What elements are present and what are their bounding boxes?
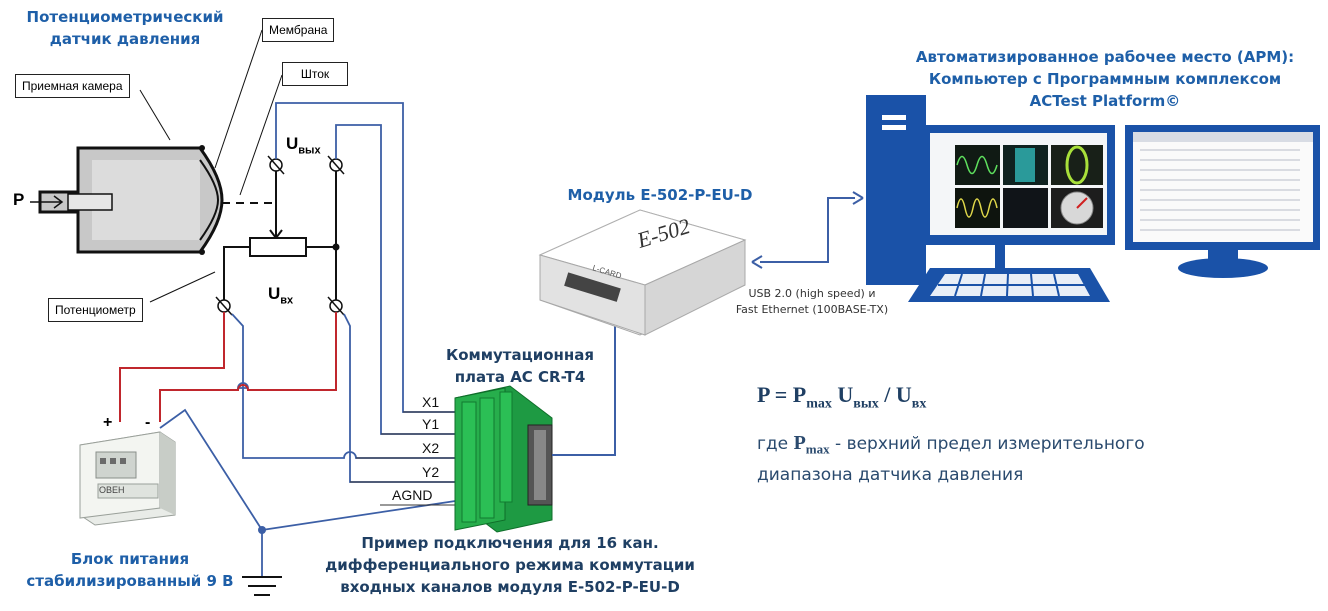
connector-agnd: AGND xyxy=(392,487,433,503)
arm-title-line-2: Компьютер с Программным комплексом xyxy=(928,70,1282,88)
second-monitor xyxy=(1125,125,1320,278)
terminal-slashes xyxy=(215,155,345,316)
formula-uin-sub: вх xyxy=(911,396,927,412)
example-title-line-3: входных каналов модуля E-502-P-EU-D xyxy=(340,578,680,596)
e502-module-device: E-502 L-CARD xyxy=(538,209,747,336)
potentiometer-callout: Потенциометр xyxy=(48,298,143,322)
u-out-letter: U xyxy=(286,134,299,153)
pressure-label: P xyxy=(13,190,25,209)
formula-slash: / U xyxy=(878,382,912,407)
psu-model-text: ОВЕН xyxy=(99,485,125,495)
connector-x2: X2 xyxy=(422,440,440,456)
formula-pmax-sub: max xyxy=(806,396,832,412)
membrane-callout: Мембрана xyxy=(262,18,335,42)
arm-title-line-3: ACTest Platform© xyxy=(1029,92,1181,110)
example-title-line-2: дифференциального режима коммутации xyxy=(325,556,695,574)
power-title: Блок питания стабилизированный 9 В xyxy=(20,548,240,592)
red-wires xyxy=(119,312,337,422)
plus-label: + xyxy=(103,414,113,431)
u-in-sub: вх xyxy=(280,294,294,307)
description-p: P xyxy=(793,432,806,454)
callout-leaders xyxy=(139,29,283,303)
usb-caption: USB 2.0 (high speed) и Fast Ethernet (10… xyxy=(712,286,912,318)
board-title-line-1: Коммутационная xyxy=(445,346,595,364)
terminal-board-device xyxy=(454,385,553,533)
connector-y2: Y2 xyxy=(422,464,440,480)
membrane-dots xyxy=(199,145,205,255)
description-prefix: где xyxy=(757,434,794,454)
example-title: Пример подключения для 16 кан. дифференц… xyxy=(300,532,720,598)
description-line-2: диапазона датчика давления xyxy=(757,465,1024,486)
computer-tower xyxy=(866,95,926,285)
usb-link-arrow xyxy=(751,191,864,269)
power-title-line-2: стабилизированный 9 В xyxy=(26,572,234,590)
example-title-line-1: Пример подключения для 16 кан. xyxy=(361,534,659,552)
formula: P = Pmax Uвых / Uвх xyxy=(757,382,926,412)
formula-uout-sub: вых xyxy=(853,396,879,412)
board-title-line-2: плата AC CR-T4 xyxy=(454,368,586,386)
u-out-label: Uвых xyxy=(286,134,321,156)
description: где Pmax - верхний предел измерительного… xyxy=(757,430,1145,488)
main-monitor xyxy=(920,125,1115,245)
sensor-title: Потенциометрический датчик давления xyxy=(10,6,240,50)
arm-title-line-1: Автоматизированное рабочее место (АРМ): xyxy=(915,48,1295,66)
ground-symbol xyxy=(242,576,282,596)
sensor-title-line-1: Потенциометрический xyxy=(26,8,224,26)
description-rest: - верхний предел измерительного xyxy=(829,434,1145,454)
arm-title: Автоматизированное рабочее место (АРМ): … xyxy=(895,46,1315,112)
power-title-line-1: Блок питания xyxy=(70,550,190,568)
rod-callout: Шток xyxy=(282,62,348,86)
connector-x1: X1 xyxy=(422,394,440,410)
formula-u: U xyxy=(831,382,854,407)
connector-y1: Y1 xyxy=(422,416,440,432)
potentiometer-circuit xyxy=(223,165,337,300)
junction-dot xyxy=(332,243,340,251)
description-line-1: где Pmax - верхний предел измерительного xyxy=(757,430,1145,462)
power-supply xyxy=(79,431,176,526)
usb-caption-line-2: Fast Ethernet (100BASE-TX) xyxy=(735,303,889,316)
u-out-sub: вых xyxy=(298,144,321,157)
ground-junction xyxy=(258,526,266,534)
description-p-sub: max xyxy=(805,441,830,457)
pressure-arrow xyxy=(30,195,64,209)
chamber-callout: Приемная камера xyxy=(15,74,130,98)
keyboard xyxy=(908,245,1110,302)
u-in-letter: U xyxy=(268,284,281,303)
usb-caption-line-1: USB 2.0 (high speed) и xyxy=(748,287,876,300)
module-title: Модуль E-502-P-EU-D xyxy=(567,186,753,204)
u-in-label: Uвх xyxy=(268,284,293,306)
sensor-body xyxy=(38,146,224,254)
minus-label: - xyxy=(145,414,151,431)
sensor-title-line-2: датчик давления xyxy=(49,30,201,48)
connector-lines xyxy=(350,411,460,506)
formula-lhs: P = P xyxy=(757,382,807,407)
board-title: Коммутационная плата AC CR-T4 xyxy=(425,344,615,388)
